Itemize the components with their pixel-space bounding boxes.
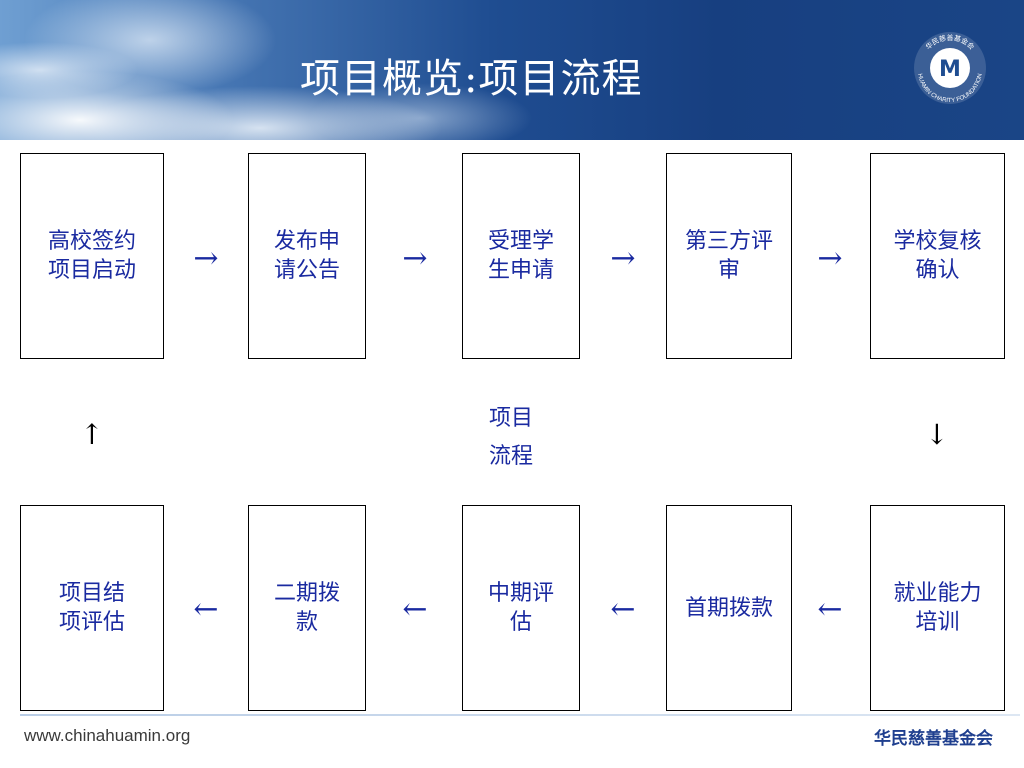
step-box-8: 中期评 估 xyxy=(462,505,580,711)
arrow-right-3: → xyxy=(610,241,636,276)
step-label-line2: 请公告 xyxy=(273,258,340,283)
arrow-right-2: → xyxy=(402,241,428,276)
step-label-line2: 项目启动 xyxy=(47,258,136,283)
step-label-line1: 学校复核 xyxy=(893,229,982,254)
footer-org-name: 华民慈善基金会 xyxy=(874,729,993,749)
step-box-10: 项目结 项评估 xyxy=(20,505,164,711)
step-label-line2: 确认 xyxy=(915,258,960,283)
arrow-left-3: ← xyxy=(610,592,636,627)
step-label-line1: 二期拨 xyxy=(273,581,340,606)
step-box-3: 受理学 生申请 xyxy=(462,153,580,359)
step-label-line2: 审 xyxy=(717,258,740,283)
step-label-line1: 中期评 xyxy=(487,581,554,606)
step-label-line2: 培训 xyxy=(915,610,960,635)
header-banner xyxy=(0,0,1024,140)
step-label-line1: 就业能力 xyxy=(893,581,982,606)
step-label-line1: 受理学 xyxy=(487,229,554,254)
step-label-line2: 估 xyxy=(509,610,532,635)
step-box-1: 高校签约 项目启动 xyxy=(20,153,164,359)
center-label-line1: 项目 xyxy=(488,406,533,431)
arrow-left-4: ← xyxy=(817,592,843,627)
step-label-line2: 生申请 xyxy=(487,258,554,283)
arrow-down: ↓ xyxy=(925,418,949,451)
center-label-line2: 流程 xyxy=(488,444,533,469)
foundation-logo: 华民慈善基金会 HUAMIN CHARITY FOUNDATION M xyxy=(914,32,986,104)
step-label-line2: 项评估 xyxy=(58,610,125,635)
step-label-line2: 款 xyxy=(295,610,318,635)
arrow-left-2: ← xyxy=(402,592,428,627)
step-label-line1: 项目结 xyxy=(58,581,125,606)
step-box-5: 学校复核 确认 xyxy=(870,153,1005,359)
footer-url: www.chinahuamin.org xyxy=(24,726,191,745)
arrow-up: ↑ xyxy=(80,418,104,451)
logo-glyph: M xyxy=(939,57,961,82)
arrow-right-1: → xyxy=(193,241,219,276)
step-box-7: 首期拨款 xyxy=(666,505,792,711)
slide-title: 项目概览:项目流程 xyxy=(300,56,643,102)
step-box-6: 就业能力 培训 xyxy=(870,505,1005,711)
arrow-right-4: → xyxy=(817,241,843,276)
step-label-line1: 发布申 xyxy=(273,229,340,254)
arrow-left-1: ← xyxy=(193,592,219,627)
step-box-4: 第三方评 审 xyxy=(666,153,792,359)
step-label-line1: 高校签约 xyxy=(47,229,136,254)
center-label: 项目 流程 xyxy=(476,400,546,476)
footer-divider xyxy=(20,714,1020,716)
step-box-9: 二期拨 款 xyxy=(248,505,366,711)
step-box-2: 发布申 请公告 xyxy=(248,153,366,359)
step-label-line1: 首期拨款 xyxy=(684,595,773,621)
step-label-line1: 第三方评 xyxy=(684,229,773,254)
